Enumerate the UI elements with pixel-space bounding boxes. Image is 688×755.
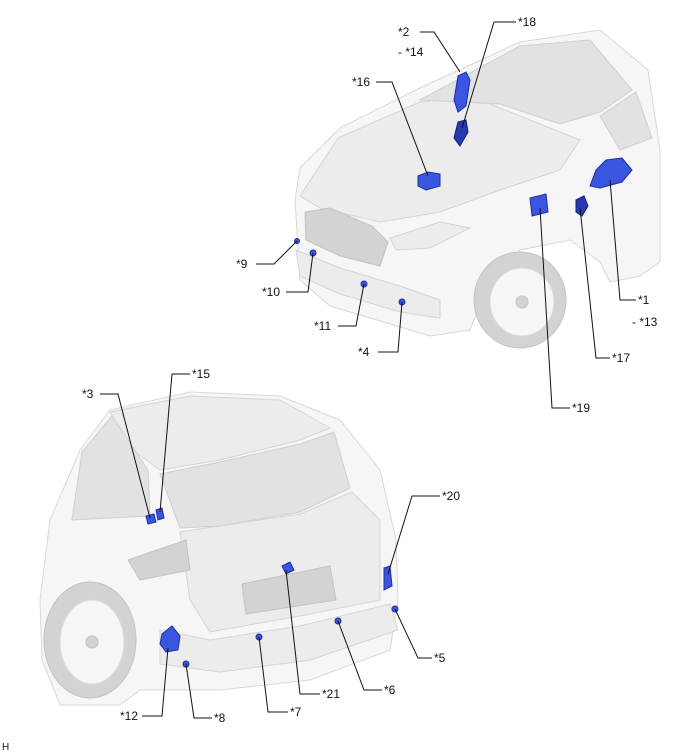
- leader-2: [420, 31, 461, 73]
- rear-wheel-hub: [85, 635, 99, 649]
- component-20-module: [383, 565, 393, 591]
- front-windshield: [418, 39, 633, 125]
- component-1-outer-mirror: [589, 157, 633, 189]
- leader-16: [376, 81, 429, 177]
- callout-13: - *13: [632, 315, 658, 329]
- front-vehicle-view: [294, 29, 661, 349]
- rear-license-recess: [241, 565, 337, 615]
- component-12-module: [159, 625, 181, 653]
- front-headlight: [389, 221, 472, 251]
- component-2-rain-sensor-mirror: [453, 71, 471, 113]
- callout-15: *15: [192, 367, 210, 381]
- leader-21: [285, 569, 320, 695]
- leader-11: [338, 283, 365, 327]
- leader-4: [378, 301, 403, 353]
- callout-4: *4: [358, 345, 370, 359]
- diagram-id: H: [2, 742, 9, 753]
- front-grille: [304, 207, 389, 267]
- callout-6: *6: [384, 683, 396, 697]
- leader-6: [337, 620, 382, 691]
- component-17-bracket: [575, 195, 589, 217]
- callout-21: *21: [322, 687, 340, 701]
- leader-lines: [100, 21, 636, 719]
- callout-7: *7: [290, 705, 302, 719]
- callout-8: *8: [214, 711, 226, 725]
- leader-5: [394, 608, 432, 659]
- component-21-camera: [281, 561, 295, 575]
- callout-17: *17: [612, 351, 630, 365]
- callout-19: *19: [572, 401, 590, 415]
- front-hood: [299, 95, 581, 223]
- leader-12: [142, 647, 169, 717]
- leader-19: [539, 207, 570, 409]
- leader-18: [461, 21, 516, 129]
- component-16-module: [417, 171, 441, 191]
- rear-window: [159, 431, 351, 529]
- component-19-module: [529, 193, 549, 217]
- callout-11: *11: [314, 319, 331, 333]
- callout-18: *18: [518, 15, 536, 29]
- front-wheel-hub: [515, 295, 529, 309]
- callout-20: *20: [442, 489, 460, 503]
- callout-10: *10: [262, 285, 280, 299]
- front-side-window: [599, 91, 653, 151]
- leader-9: [256, 240, 298, 265]
- leader-20: [387, 495, 440, 575]
- leader-10: [286, 252, 314, 293]
- callout-16: *16: [352, 75, 370, 89]
- rear-side-window: [71, 415, 151, 521]
- callout-12: *12: [120, 709, 138, 723]
- callout-1: *1: [638, 293, 650, 307]
- leader-3: [100, 393, 151, 519]
- callout-14: - *14: [398, 45, 424, 59]
- rear-vehicle-view: [39, 391, 399, 706]
- callout-5: *5: [434, 651, 446, 665]
- leader-1: [609, 179, 636, 301]
- callout-9: *9: [236, 257, 248, 271]
- leader-15: [159, 373, 190, 513]
- leader-7: [258, 636, 288, 713]
- callout-labels: *2 - *14 *18 *16 *9 *10 *11 *4 *1 - *13 …: [82, 15, 658, 725]
- rear-tail-lamp: [127, 539, 191, 581]
- callout-2: *2: [398, 25, 410, 39]
- leader-8: [185, 663, 212, 719]
- leader-17: [579, 207, 610, 359]
- component-3-sensor: [145, 513, 157, 525]
- callout-3: *3: [82, 387, 94, 401]
